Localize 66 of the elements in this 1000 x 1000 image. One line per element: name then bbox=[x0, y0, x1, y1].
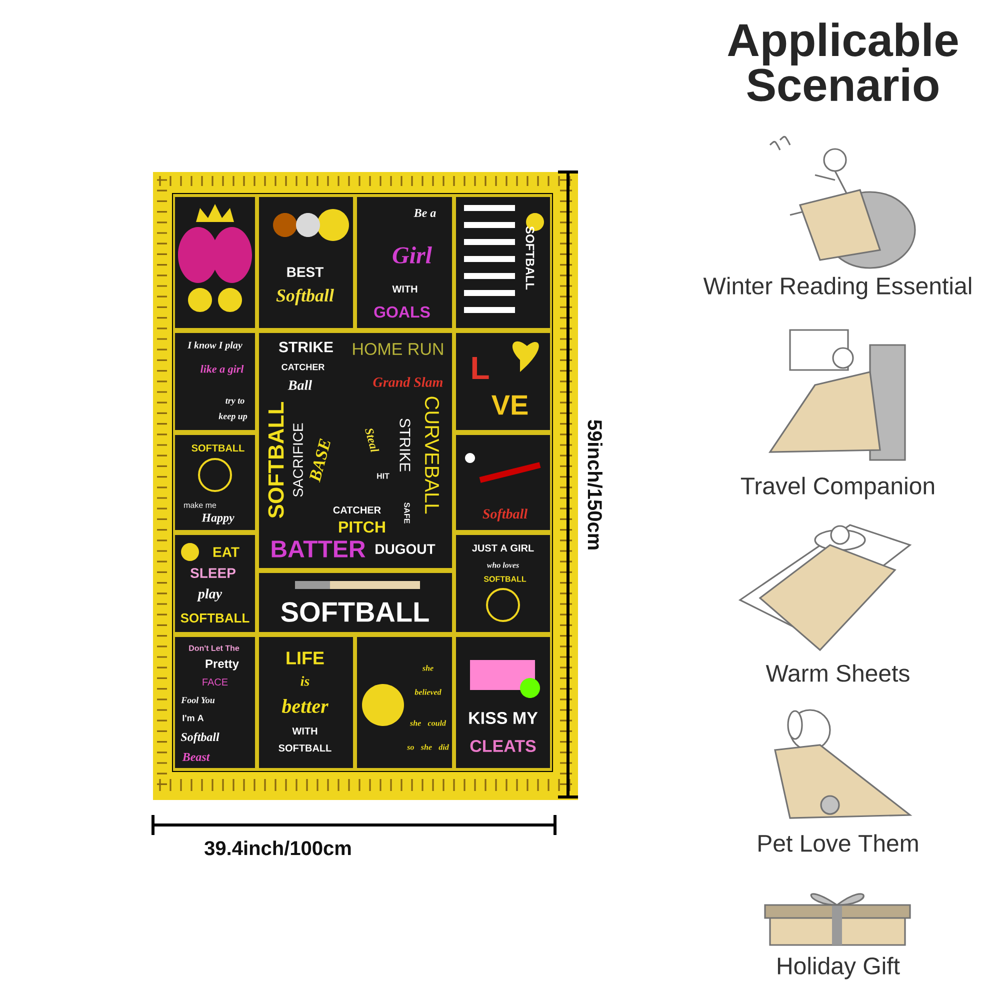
blanket-print: HIT bbox=[377, 473, 390, 479]
blanket-print: PITCH bbox=[339, 521, 385, 533]
blanket-print: better bbox=[282, 698, 328, 714]
dimension-label: 59inch/150cm bbox=[588, 420, 602, 550]
blanket-print: BASE bbox=[309, 438, 330, 483]
scenario-caption: Holiday Gift bbox=[778, 956, 900, 980]
blanket-print: Softball bbox=[482, 508, 528, 522]
blanket-print: SAFE bbox=[404, 502, 410, 524]
blanket-print: Happy bbox=[202, 514, 234, 524]
blanket-print: HOME RUN bbox=[353, 343, 443, 355]
dimension-label: 39.4inch/100cm bbox=[204, 840, 351, 856]
blanket-print: SACRIFICE bbox=[293, 423, 303, 497]
blanket-print: play bbox=[196, 588, 222, 602]
blanket-print: Grand Slam bbox=[373, 377, 443, 387]
blanket-print: she could so she did bbox=[407, 720, 449, 750]
blanket-print: I'm A bbox=[182, 714, 204, 722]
blanket-print: Ball bbox=[288, 380, 312, 390]
blanket-print: BATTER bbox=[272, 540, 366, 558]
blanket-print: CATCHER bbox=[333, 506, 381, 514]
blanket-print: like a girl bbox=[200, 365, 244, 375]
blanket-print: is bbox=[300, 676, 310, 686]
blanket-print: LIFE bbox=[286, 652, 324, 664]
blanket-print: Be a bbox=[414, 209, 436, 217]
blanket-print: SLEEP bbox=[190, 568, 236, 578]
blanket-print: try to bbox=[226, 398, 244, 406]
scenario-caption: Warm Sheets bbox=[766, 664, 910, 682]
scenario-caption: Pet Love Them bbox=[758, 834, 918, 852]
blanket-print: VE bbox=[492, 395, 528, 415]
blanket-print: KISS MY bbox=[469, 712, 538, 724]
blanket-print: she believed bbox=[414, 665, 442, 695]
blanket-print: SOFTBALL bbox=[484, 576, 526, 582]
blanket-print: STRIKE bbox=[278, 342, 333, 352]
blanket-print: SOFTBALL bbox=[268, 402, 284, 518]
blanket-print: SOFTBALL bbox=[180, 613, 250, 623]
blanket-print: BEST bbox=[287, 267, 324, 277]
blanket-print: Fool You bbox=[181, 696, 215, 704]
blanket-print: I know I play bbox=[188, 341, 242, 351]
blanket-print: SOFTBALL bbox=[281, 602, 429, 622]
blanket-print: FACE bbox=[202, 678, 228, 686]
blanket-print: Beast bbox=[182, 753, 210, 761]
heading: Applicable Scenario bbox=[728, 22, 958, 102]
blanket-print: CATCHER bbox=[282, 364, 324, 370]
blanket-print: Girl bbox=[392, 246, 432, 264]
blanket-print: GOALS bbox=[374, 306, 430, 318]
blanket-print: DUGOUT bbox=[376, 544, 436, 554]
scenario-caption: Winter Reading Essential bbox=[703, 276, 972, 300]
blanket-print: CURVEBALL bbox=[424, 396, 440, 514]
blanket-print: WITH bbox=[292, 728, 318, 734]
blanket-print: STRIKE bbox=[400, 418, 410, 472]
blanket-print: JUST A GIRL bbox=[472, 544, 534, 552]
blanket-print: Steal bbox=[365, 428, 380, 452]
blanket-print: SOFTBALL bbox=[192, 444, 244, 452]
blanket-print: Softball bbox=[180, 732, 220, 744]
blanket-print: Pretty bbox=[206, 660, 239, 670]
blanket-print: keep up bbox=[218, 412, 248, 422]
blanket-print: EAT bbox=[213, 547, 240, 557]
blanket-print: Don't Let The bbox=[189, 645, 240, 651]
blanket-print: L bbox=[472, 357, 489, 379]
blanket-print: make me bbox=[184, 502, 216, 508]
blanket-print: WITH bbox=[392, 286, 418, 292]
blanket-print: who loves bbox=[486, 562, 519, 568]
blanket-print: SOFTBALL bbox=[278, 744, 332, 752]
blanket-print: Softball bbox=[276, 288, 334, 306]
scenario-caption: Travel Companion bbox=[740, 476, 934, 500]
blanket-print: CLEATS bbox=[470, 740, 536, 752]
blanket-print: SOFTBALL bbox=[526, 226, 534, 290]
